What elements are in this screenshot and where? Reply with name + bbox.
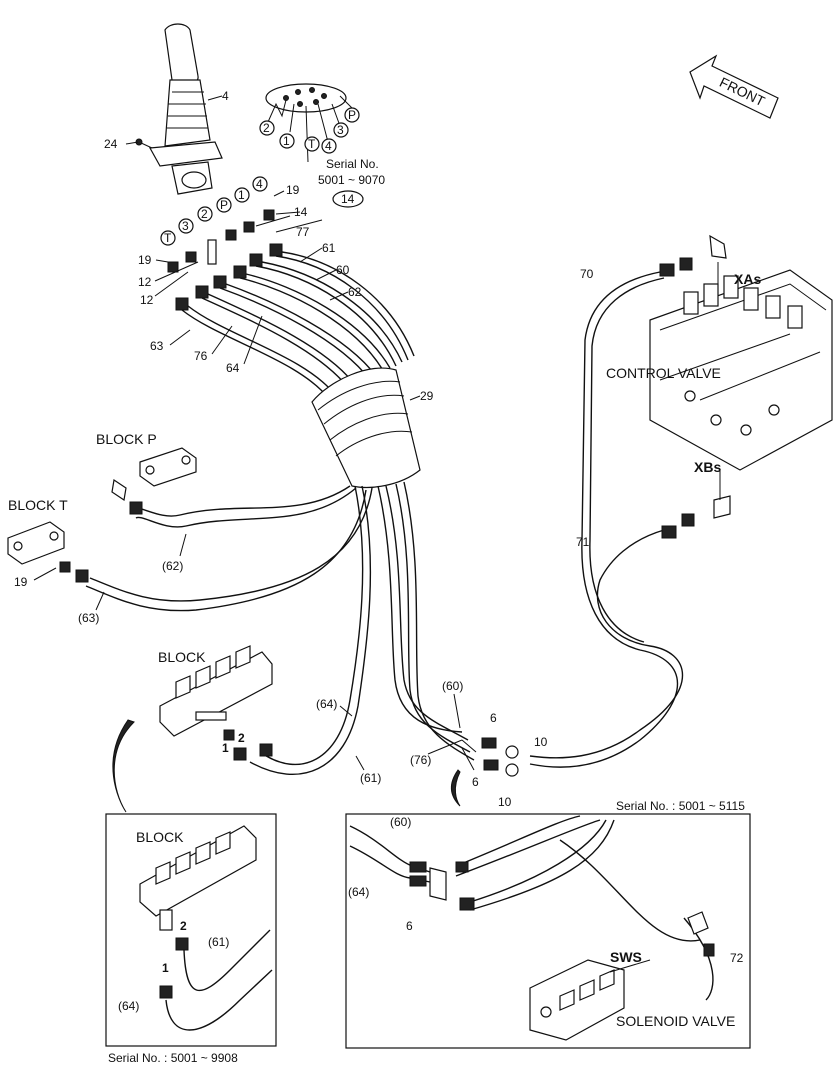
block-p-part	[111, 447, 197, 515]
callout-29: 29	[420, 389, 434, 403]
callout-60-paren: (60)	[442, 679, 463, 693]
inset-left-serial: Serial No. : 5001 ~ 9908	[108, 1051, 238, 1065]
circle-p: P	[220, 198, 228, 212]
inset-left-port-2: 2	[180, 919, 187, 933]
callout-76-paren: (76)	[410, 753, 431, 767]
inset-left-block-part	[139, 825, 273, 1031]
callout-63-paren: (63)	[78, 611, 99, 625]
solenoid-valve-label: SOLENOID VALVE	[616, 1013, 735, 1029]
port-3-label: 3	[337, 123, 344, 137]
solenoid-valve-part	[529, 959, 651, 1041]
callout-61: 61	[322, 241, 336, 255]
callout-60: 60	[336, 263, 350, 277]
lower-hoses	[85, 481, 475, 776]
callout-10-a: 10	[534, 735, 548, 749]
block-t-part	[7, 521, 89, 583]
callout-62-paren: (62)	[162, 559, 183, 573]
circle-1: 1	[238, 188, 245, 202]
circle-4: 4	[256, 177, 263, 191]
fittings-6-10	[451, 737, 519, 807]
inset-right-frame	[345, 813, 751, 1049]
hose-71	[529, 495, 731, 759]
fitting-circle-labels: T 3 2 P 1 4 14	[160, 176, 364, 246]
block-label: BLOCK	[158, 649, 206, 665]
fitting-leaders	[154, 190, 323, 297]
control-valve-part	[649, 262, 833, 500]
callout-6-a: 6	[490, 711, 497, 725]
xbs-label: XBs	[694, 459, 721, 475]
callout-19-block: 19	[14, 575, 28, 589]
sws-label: SWS	[610, 949, 642, 965]
port-layout-plate	[265, 83, 353, 163]
callout-6-b: 6	[472, 775, 479, 789]
circle-2: 2	[201, 207, 208, 221]
serial-joystick-title: Serial No.	[326, 157, 379, 171]
port-2-label: 2	[263, 121, 270, 135]
block-port-2: 2	[238, 731, 245, 745]
callout-77: 77	[296, 225, 310, 239]
joystick-lever	[125, 23, 223, 195]
port-p-label: P	[348, 108, 356, 122]
callout-61-paren: (61)	[360, 771, 381, 785]
block-p-label: BLOCK P	[96, 431, 157, 447]
block-port-1: 1	[222, 741, 229, 755]
inset-right-callout-72: 72	[730, 951, 744, 965]
callout-14-circle: 14	[341, 192, 355, 206]
callout-19-top: 19	[286, 183, 300, 197]
lower-leaders	[339, 693, 463, 771]
port-1-label: 1	[283, 134, 290, 148]
block-t-label: BLOCK T	[8, 497, 68, 513]
block-leaders	[33, 533, 187, 611]
inset-left-block-label: BLOCK	[136, 829, 184, 845]
inset-left-callout-61: (61)	[208, 935, 229, 949]
callout-63: 63	[150, 339, 164, 353]
circle-3: 3	[182, 219, 189, 233]
front-arrow: FRONT	[689, 54, 779, 119]
callout-24: 24	[104, 137, 118, 151]
inset-left-callout-64: (64)	[118, 999, 139, 1013]
inset-right-serial: Serial No. : 5001 ~ 5115	[616, 799, 745, 813]
block-manifold	[112, 645, 273, 813]
control-valve-label: CONTROL VALVE	[606, 365, 721, 381]
callout-62: 62	[348, 285, 362, 299]
serial-joystick-range: 5001 ~ 9070	[318, 173, 385, 187]
joystick-fittings	[167, 209, 283, 311]
port-4-label: 4	[325, 139, 332, 153]
callout-10-b: 10	[498, 795, 512, 809]
port-t-label: T	[308, 137, 316, 151]
callout-19-left: 19	[138, 253, 152, 267]
callout-14: 14	[294, 205, 308, 219]
inset-left-port-1: 1	[162, 961, 169, 975]
circle-t: T	[164, 231, 172, 245]
xas-label: XAs	[734, 271, 761, 287]
inset-right-callout-60: (60)	[390, 815, 411, 829]
callout-12-a: 12	[138, 275, 152, 289]
callout-76: 76	[194, 349, 208, 363]
callout-70: 70	[580, 267, 594, 281]
inset-right-hoses	[349, 815, 715, 1001]
inset-right-callout-6: 6	[406, 919, 413, 933]
callout-12-b: 12	[140, 293, 154, 307]
hose-70	[529, 234, 727, 768]
callout-64-paren: (64)	[316, 697, 337, 711]
callout-64: 64	[226, 361, 240, 375]
bundle-leaders	[169, 247, 349, 365]
hose-bundle	[181, 251, 415, 401]
callout-71: 71	[576, 535, 590, 549]
inset-right-callout-64: (64)	[348, 885, 369, 899]
bundle-sleeve-29	[311, 367, 421, 489]
port-circles: 2 1 T 4 3 P	[259, 107, 360, 154]
callout-4: 4	[222, 89, 229, 103]
